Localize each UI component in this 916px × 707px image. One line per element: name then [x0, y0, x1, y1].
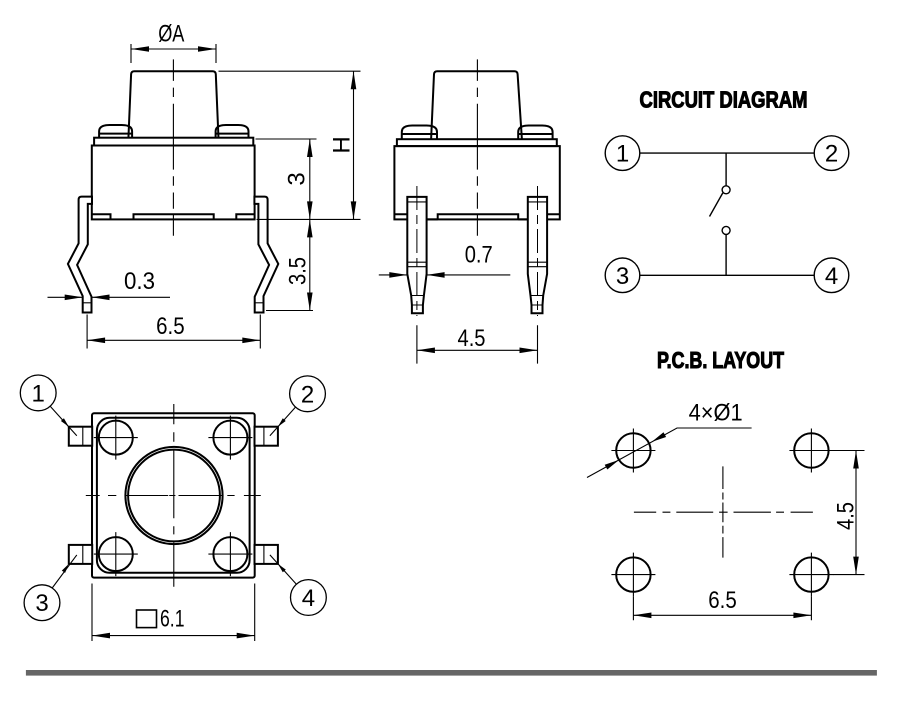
svg-text:1: 1: [32, 380, 45, 407]
svg-text:ØA: ØA: [158, 21, 184, 48]
svg-text:4: 4: [825, 263, 838, 290]
svg-text:CIRCUIT DIAGRAM: CIRCUIT DIAGRAM: [640, 87, 808, 113]
svg-text:4: 4: [302, 585, 315, 612]
svg-text:3: 3: [284, 172, 311, 185]
svg-text:3.5: 3.5: [285, 257, 312, 285]
svg-text:3: 3: [35, 590, 48, 617]
svg-text:4.5: 4.5: [458, 325, 486, 352]
svg-text:6.5: 6.5: [708, 587, 737, 614]
svg-text:4×Ø1: 4×Ø1: [689, 400, 743, 427]
svg-text:3: 3: [616, 263, 629, 290]
svg-text:6.5: 6.5: [156, 313, 185, 340]
svg-text:6.1: 6.1: [160, 606, 185, 633]
svg-text:2: 2: [825, 141, 838, 168]
svg-text:1: 1: [616, 141, 629, 168]
svg-text:4.5: 4.5: [833, 502, 860, 530]
svg-text:0.3: 0.3: [124, 268, 155, 295]
svg-text:0.7: 0.7: [465, 242, 493, 269]
svg-text:2: 2: [301, 381, 314, 408]
svg-text:H: H: [329, 136, 356, 153]
svg-text:P.C.B. LAYOUT: P.C.B. LAYOUT: [657, 347, 784, 373]
